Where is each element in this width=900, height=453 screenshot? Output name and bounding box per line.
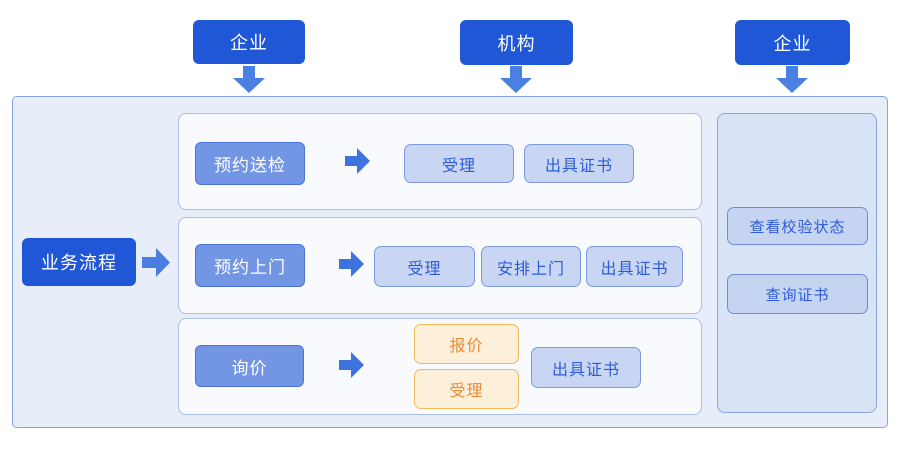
process-title: 业务流程	[22, 238, 136, 286]
step-arrange-visit: 安排上门	[481, 246, 581, 287]
arrow-right-icon	[345, 148, 370, 174]
trigger-inquiry: 询价	[195, 345, 304, 387]
step-quotation: 报价	[414, 324, 519, 364]
actor-enterprise-2: 企业	[735, 20, 850, 65]
trigger-book-send-inspection: 预约送检	[195, 142, 305, 185]
step-issue-certificate: 出具证书	[586, 246, 683, 287]
lane-door-to-door: 预约上门 受理 安排上门 出具证书	[178, 217, 702, 314]
arrow-down-icon	[233, 66, 265, 93]
arrow-down-icon	[500, 66, 532, 93]
panel-query-certificate: 查询证书	[727, 274, 868, 314]
arrow-right-icon	[339, 352, 364, 378]
panel-check-calibration-status: 查看校验状态	[727, 207, 868, 245]
side-panel: 查看校验状态 查询证书	[717, 113, 877, 413]
trigger-book-door-visit: 预约上门	[195, 244, 305, 287]
step-issue-certificate: 出具证书	[524, 144, 634, 183]
step-accept-quote: 受理	[414, 369, 519, 409]
step-issue-certificate: 出具证书	[531, 347, 641, 388]
arrow-down-icon	[776, 66, 808, 93]
actor-enterprise-1: 企业	[193, 20, 305, 64]
actor-organization: 机构	[460, 20, 573, 65]
step-accept: 受理	[404, 144, 514, 183]
arrow-right-icon	[142, 248, 170, 277]
arrow-right-icon	[339, 251, 364, 277]
lane-inquiry: 询价 报价 受理 出具证书	[178, 318, 702, 415]
step-accept: 受理	[374, 246, 475, 287]
lane-send-inspection: 预约送检 受理 出具证书	[178, 113, 702, 210]
